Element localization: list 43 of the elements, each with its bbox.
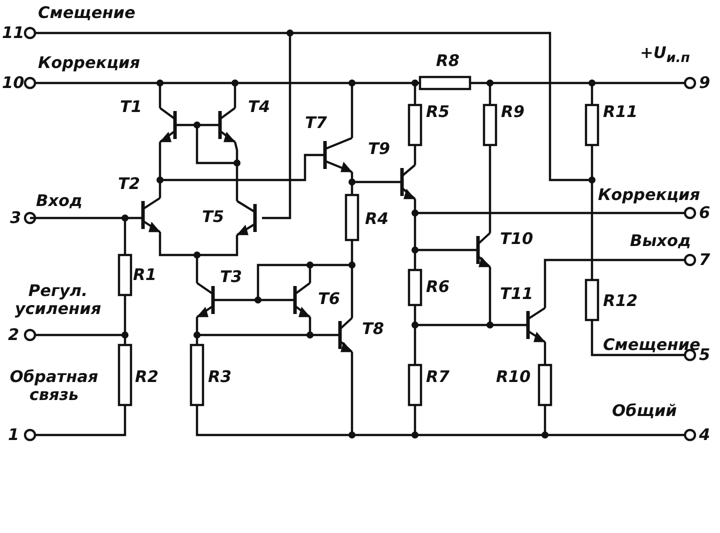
pin-label: Коррекция — [38, 54, 140, 72]
component-label: T4 — [248, 98, 270, 116]
component-label: T3 — [220, 268, 242, 286]
component-label: R5 — [426, 103, 450, 121]
component-label: R4 — [365, 210, 388, 228]
component-label: T2 — [118, 175, 140, 193]
pin-label: Регул. усиления — [14, 282, 102, 318]
pin-number: 11 — [2, 24, 24, 42]
pin-label: Общий — [612, 402, 677, 420]
pin-label: Вход — [36, 192, 82, 210]
pin-number: 6 — [699, 204, 710, 222]
component-label: R10 — [496, 368, 531, 386]
component-label: R11 — [603, 103, 638, 121]
supply-label: +U$_{и.п}$ — [640, 44, 690, 68]
pin-label: Обратная связь — [8, 368, 100, 404]
pin-number: 5 — [699, 346, 710, 364]
pin-number: 4 — [699, 426, 710, 444]
pin-number: 1 — [8, 426, 20, 444]
component-label: R1 — [133, 266, 156, 284]
pin-number: 3 — [10, 209, 22, 227]
component-label: T11 — [500, 285, 534, 303]
component-label: R12 — [603, 292, 638, 310]
pin-label: Коррекция — [598, 186, 700, 204]
pin-label: Выход — [630, 232, 691, 250]
component-label: T1 — [120, 98, 142, 116]
component-label: R2 — [135, 368, 158, 386]
pin-number: 7 — [699, 251, 710, 269]
component-label: T9 — [368, 140, 390, 158]
pin-label: Смещение — [38, 4, 136, 22]
pin-label: Смещение — [603, 336, 700, 354]
pin-number: 2 — [8, 326, 20, 344]
component-label: T7 — [305, 114, 328, 132]
component-label: T6 — [318, 290, 340, 308]
component-label: R8 — [436, 52, 460, 70]
component-label: R6 — [426, 278, 450, 296]
component-label: R3 — [208, 368, 232, 386]
component-label: R9 — [501, 103, 524, 121]
pin-number: 10 — [2, 74, 24, 92]
pin-number: 9 — [699, 74, 710, 92]
component-label: T10 — [500, 230, 534, 248]
component-label: T8 — [362, 320, 384, 338]
component-label: T5 — [202, 208, 224, 226]
component-label: R7 — [426, 368, 450, 386]
